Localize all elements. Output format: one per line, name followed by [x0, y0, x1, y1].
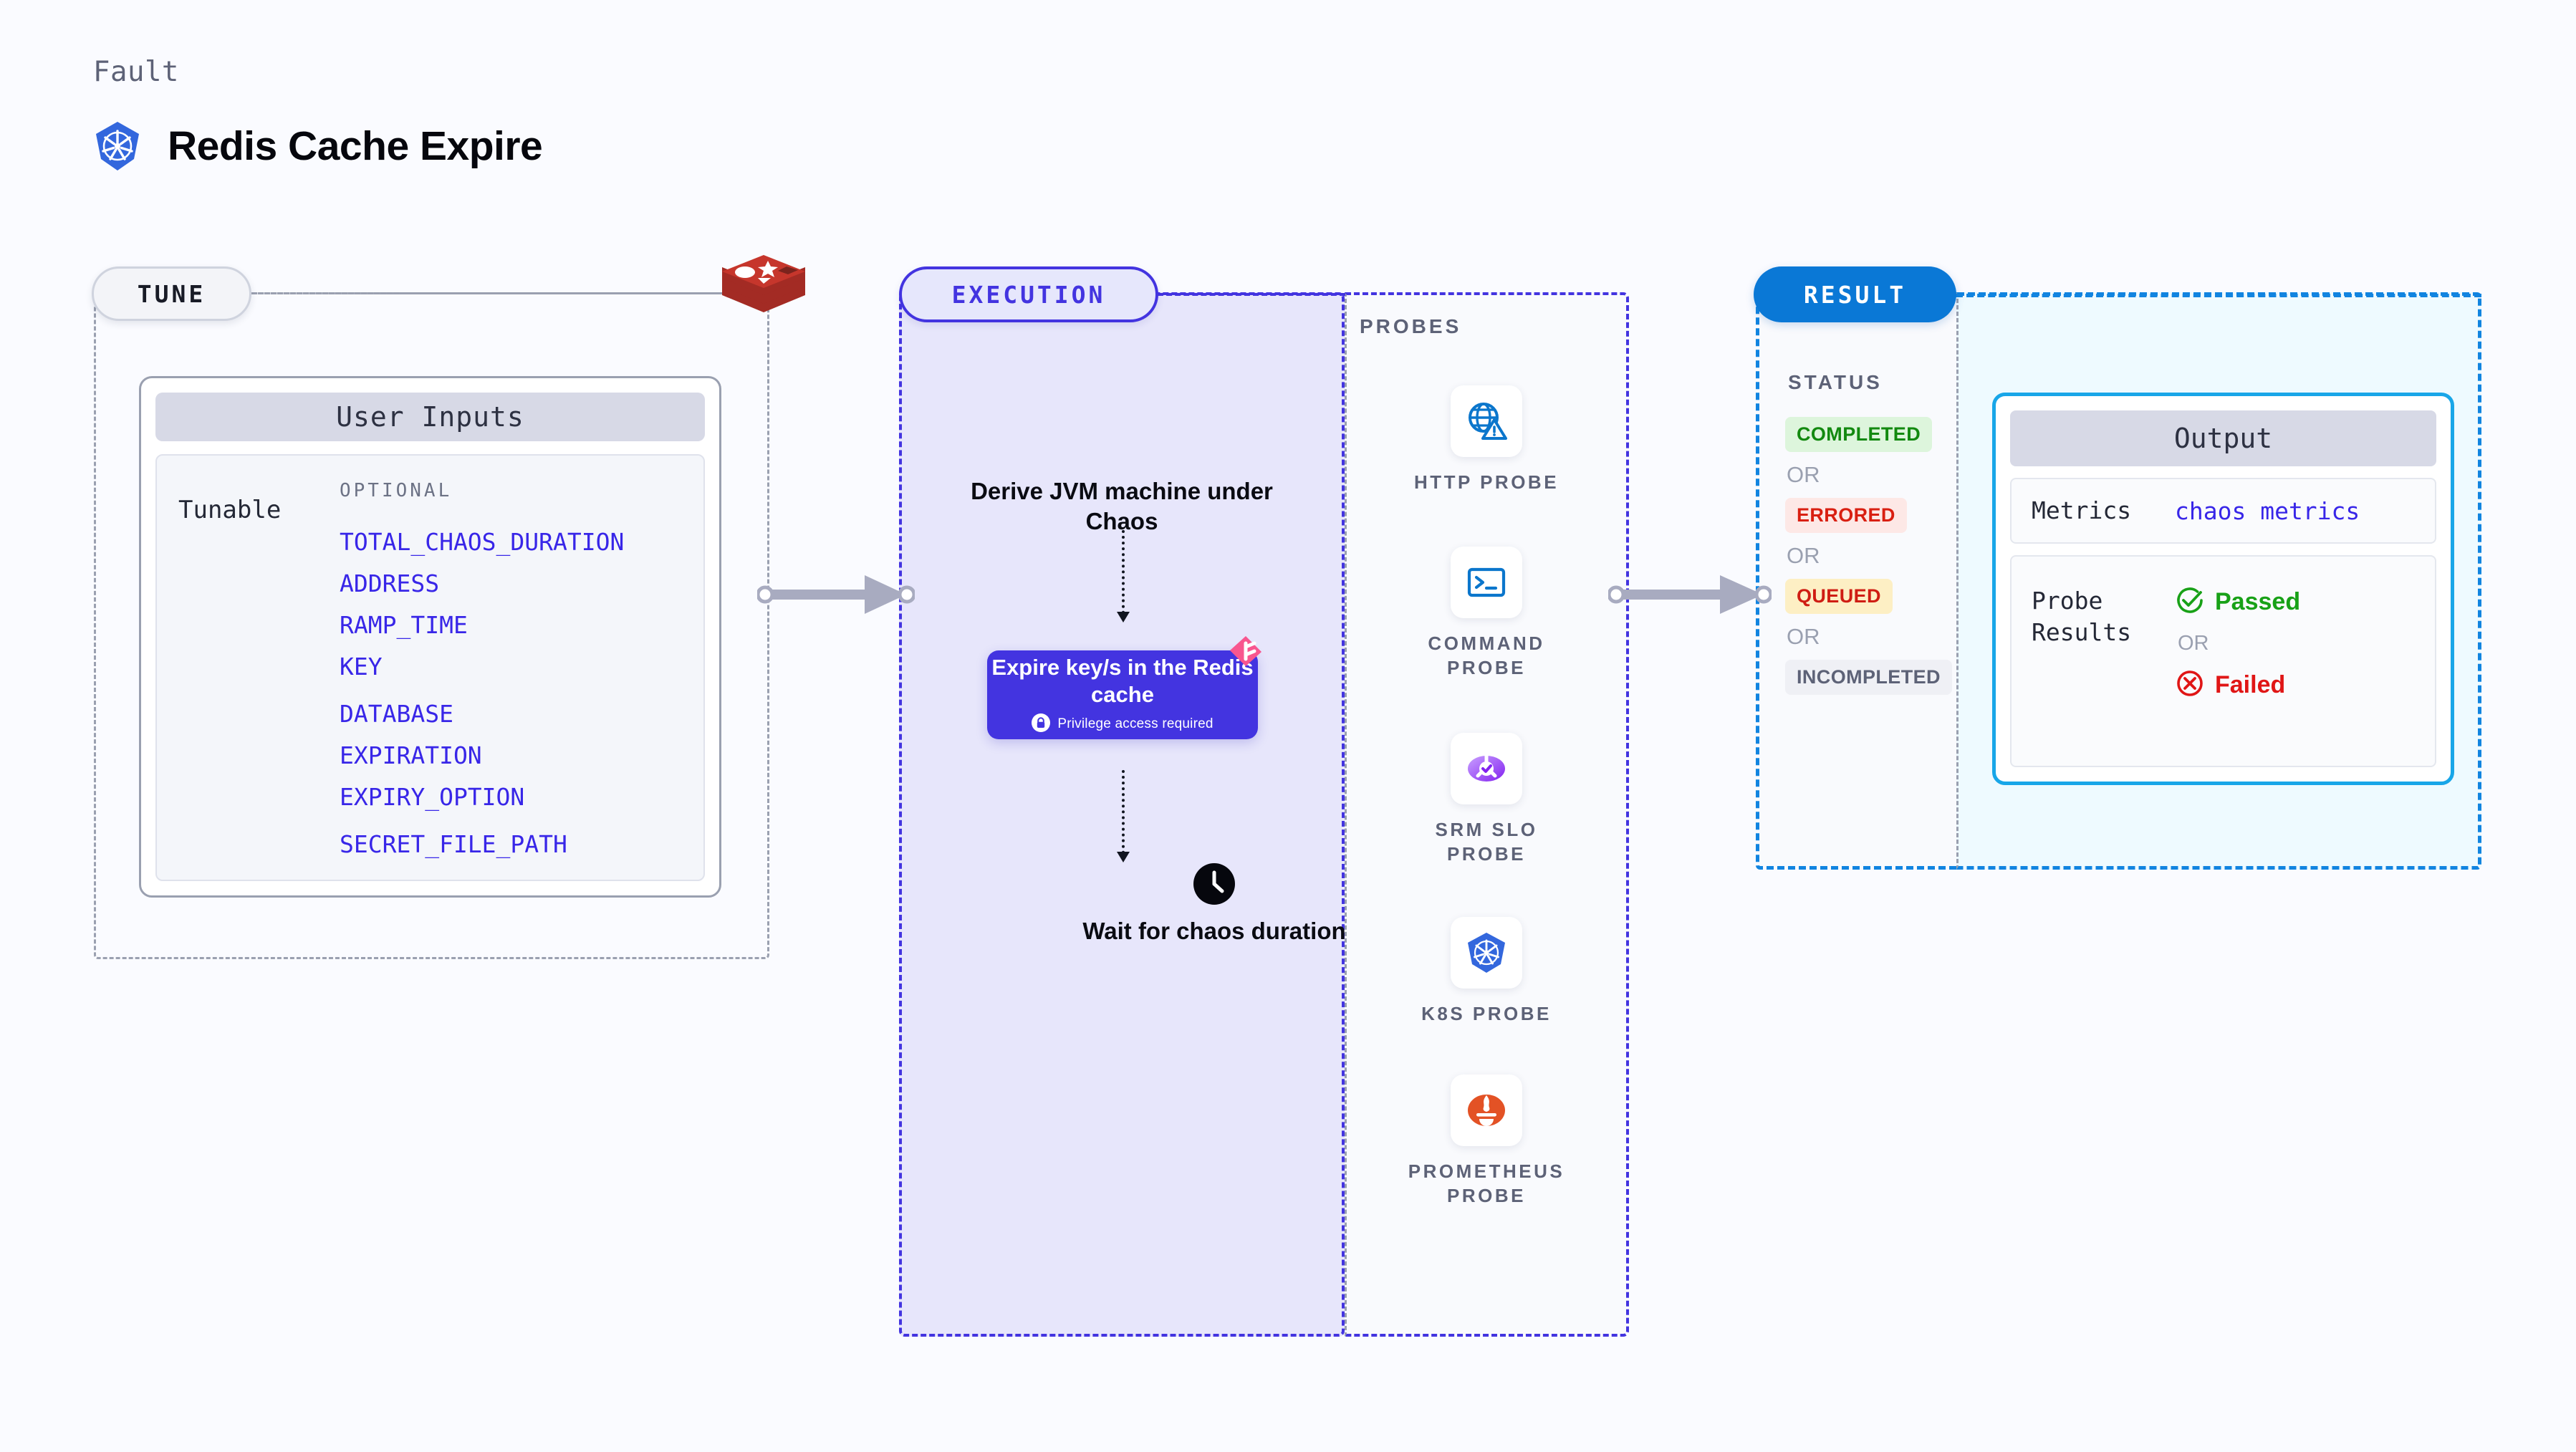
- probe-label: COMMAND PROBE: [1428, 633, 1545, 679]
- optional-group-label: OPTIONAL: [340, 480, 453, 501]
- probe-item-prometheus[interactable]: PROMETHEUS PROBE: [1393, 1074, 1580, 1208]
- status-or-separator: OR: [1787, 624, 1820, 649]
- metrics-key: Metrics: [2032, 496, 2132, 525]
- probes-zone: [1345, 292, 1629, 1337]
- result-section-pill[interactable]: RESULT: [1754, 266, 1956, 322]
- status-list: COMPLETED OR ERRORED OR QUEUED OR INCOMP…: [1785, 417, 1952, 695]
- status-or-separator: OR: [1787, 462, 1820, 487]
- x-circle-icon: [2175, 668, 2205, 702]
- tune-to-execution-arrow: [757, 575, 915, 614]
- status-badge: INCOMPLETED: [1785, 660, 1952, 695]
- tunable-param[interactable]: EXPIRY_OPTION: [340, 783, 525, 811]
- tunable-param[interactable]: ADDRESS: [340, 569, 440, 597]
- probe-item-http[interactable]: HTTP PROBE: [1393, 385, 1580, 494]
- tunable-param[interactable]: KEY: [340, 653, 383, 681]
- execution-section-pill[interactable]: EXECUTION: [899, 266, 1158, 322]
- kubernetes-icon: [92, 120, 143, 172]
- execution-step-wait: Wait for chaos duration: [1082, 918, 1346, 944]
- output-card: Output Metrics chaos metrics Probe Resul…: [1992, 393, 2454, 785]
- tunable-param[interactable]: SECRET_FILE_PATH: [340, 830, 567, 858]
- result-zone-top-connector: [1956, 294, 2481, 297]
- page-title: Redis Cache Expire: [168, 123, 543, 169]
- output-header: Output: [2010, 410, 2436, 466]
- execution-zone-top-connector: [1158, 293, 1345, 296]
- user-inputs-card: User Inputs Tunable OPTIONAL TOTAL_CHAOS…: [139, 376, 721, 898]
- execution-flow-arrow-2: [1117, 770, 1130, 862]
- redis-logo-icon: [716, 251, 811, 337]
- prometheus-icon: [1451, 1074, 1522, 1146]
- status-badge: QUEUED: [1785, 579, 1893, 614]
- output-metrics-row: Metrics chaos metrics: [2010, 478, 2436, 544]
- tunable-param[interactable]: EXPIRATION: [340, 741, 482, 769]
- chaos-harness-icon: [1224, 633, 1264, 673]
- probe-label: K8S PROBE: [1421, 1003, 1552, 1024]
- execution-action-title: Expire key/s in the Redis cache: [991, 655, 1254, 707]
- privilege-text: Privilege access required: [1057, 716, 1213, 732]
- tunable-param[interactable]: TOTAL_CHAOS_DURATION: [340, 528, 625, 556]
- probe-result-passed: Passed: [2175, 585, 2300, 619]
- tune-zone-top-connector: [251, 292, 756, 294]
- status-badge: COMPLETED: [1785, 417, 1933, 452]
- user-inputs-body: Tunable OPTIONAL TOTAL_CHAOS_DURATION AD…: [155, 454, 705, 881]
- probe-item-command[interactable]: COMMAND PROBE: [1393, 547, 1580, 681]
- privilege-note: Privilege access required: [1032, 713, 1213, 736]
- probe-label: PROMETHEUS PROBE: [1408, 1160, 1565, 1207]
- page-title-row: Redis Cache Expire: [92, 120, 543, 172]
- kubernetes-icon: [1451, 917, 1522, 989]
- page-kicker: Fault: [93, 56, 179, 88]
- execution-flow-arrow-1: [1117, 530, 1130, 622]
- tunable-param[interactable]: RAMP_TIME: [340, 611, 468, 639]
- execution-step-derive: Derive JVM machine under Chaos: [971, 478, 1273, 535]
- probe-results-key: Probe Results: [2032, 587, 2132, 646]
- probe-result-failed: Failed: [2175, 668, 2300, 702]
- passed-label: Passed: [2215, 588, 2301, 615]
- status-badge: ERRORED: [1785, 498, 1907, 533]
- status-section-label: STATUS: [1788, 371, 1883, 393]
- tunable-param[interactable]: DATABASE: [340, 700, 453, 728]
- probe-label: HTTP PROBE: [1413, 471, 1559, 493]
- metrics-value-link[interactable]: chaos metrics: [2175, 496, 2360, 525]
- globe-warning-icon: [1451, 385, 1522, 457]
- probe-label: SRM SLO PROBE: [1435, 819, 1538, 865]
- probe-result-or-separator: OR: [2178, 632, 2209, 655]
- tune-section-pill[interactable]: TUNE: [92, 266, 251, 321]
- user-inputs-header: User Inputs: [155, 393, 705, 441]
- lock-icon: [1032, 713, 1051, 736]
- check-circle-icon: [2175, 585, 2205, 619]
- terminal-icon: [1451, 547, 1522, 618]
- output-probe-results-row: Probe Results Passed OR: [2010, 555, 2436, 767]
- clock-icon: [1192, 862, 1236, 906]
- execution-action-card[interactable]: Expire key/s in the Redis cache Privileg…: [987, 650, 1258, 739]
- tunable-param-list: TOTAL_CHAOS_DURATION ADDRESS RAMP_TIME K…: [340, 521, 696, 865]
- execution-wait-block: Wait for chaos duration: [1071, 862, 1357, 946]
- status-or-separator: OR: [1787, 543, 1820, 568]
- probes-section-label: PROBES: [1360, 315, 1462, 337]
- tunable-row-label: Tunable: [178, 496, 282, 524]
- probe-item-srm-slo[interactable]: SRM SLO PROBE: [1393, 733, 1580, 867]
- probe-item-k8s[interactable]: K8S PROBE: [1393, 917, 1580, 1026]
- execution-to-result-arrow: [1608, 575, 1772, 614]
- failed-label: Failed: [2215, 671, 2286, 698]
- srm-slo-icon: [1451, 733, 1522, 804]
